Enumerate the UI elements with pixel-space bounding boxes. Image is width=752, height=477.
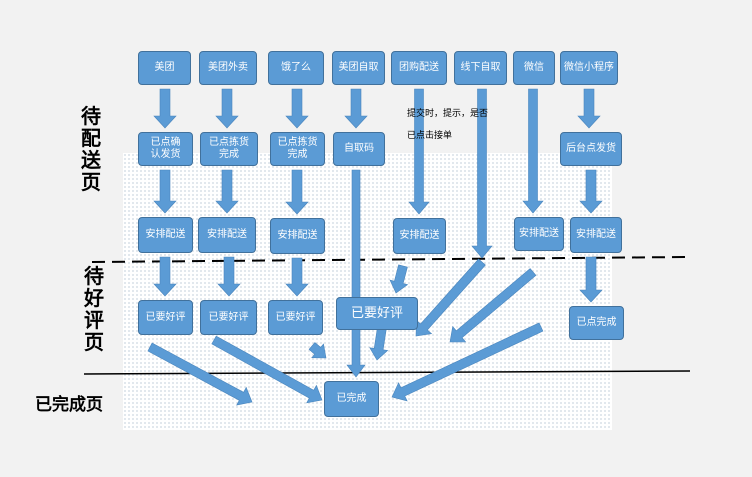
divider-solid	[83, 370, 691, 375]
flow-arrow-21	[449, 268, 537, 343]
flow-arrow-8	[522, 88, 544, 214]
flow-arrow-7	[471, 88, 493, 259]
flow-arrow-25	[391, 322, 544, 402]
node-pick-done-1: 已点拣货完成	[200, 132, 258, 166]
node-ziqu-code: 自取码	[333, 132, 385, 166]
section-label-pending-review: 待好评页	[84, 264, 104, 354]
arrow-group	[147, 88, 603, 406]
node-arrange-4: 安排配送	[393, 218, 446, 254]
flow-arrow-1	[153, 88, 177, 129]
node-xiaochengxu: 微信小程序	[560, 51, 618, 85]
node-completed: 已完成	[324, 381, 379, 417]
divider-dashed	[91, 256, 689, 263]
section-label-completed: 已完成页	[35, 395, 103, 415]
flow-arrow-14	[153, 256, 177, 297]
flow-arrow-16	[285, 257, 309, 297]
node-arrange-3: 安排配送	[270, 218, 325, 254]
section-label-pending-delivery: 待配送页	[81, 104, 101, 194]
node-meituan-waimai: 美团外卖	[199, 51, 257, 85]
node-arrange-2: 安排配送	[198, 217, 256, 253]
flow-arrow-11	[285, 169, 309, 215]
flow-arrow-12	[579, 169, 603, 214]
node-tuangou: 团购配送	[391, 51, 447, 85]
flow-arrow-10	[215, 169, 239, 214]
flow-arrow-9	[153, 169, 177, 214]
flow-arrow-15	[217, 256, 241, 297]
node-review-1: 已要好评	[138, 300, 193, 335]
flow-arrow-22	[308, 342, 327, 359]
node-meituan-ziqu: 美团自取	[332, 51, 385, 85]
node-review-2: 已要好评	[200, 300, 257, 335]
flow-arrow-18	[389, 264, 409, 294]
flow-arrow-20	[415, 258, 486, 337]
node-xianxia: 线下自取	[454, 51, 507, 85]
flow-arrow-24	[211, 335, 323, 404]
node-pick-done-2: 已点拣货完成	[270, 132, 325, 166]
node-complete-click: 已点完成	[569, 306, 624, 340]
node-review-3: 已要好评	[268, 300, 323, 335]
node-confirm-ship: 已点确认发货	[138, 132, 193, 166]
flow-arrow-17	[579, 256, 603, 303]
flow-arrow-2	[215, 88, 239, 129]
node-review-big: 已要好评	[336, 297, 418, 330]
node-arrange-1: 安排配送	[138, 217, 193, 253]
flow-arrow-3	[285, 88, 309, 129]
node-eleme: 饿了么	[268, 51, 324, 85]
node-backend-ship: 后台点发货	[560, 132, 622, 166]
node-arrange-6: 安排配送	[570, 217, 622, 253]
node-arrange-5: 安排配送	[514, 217, 564, 251]
node-meituan: 美团	[138, 51, 191, 85]
flow-arrow-23	[147, 342, 253, 406]
flow-arrow-5	[577, 88, 601, 129]
flow-arrow-13	[346, 169, 366, 378]
note-text: 提交时，提示，是否已点击接单	[407, 109, 489, 141]
flow-arrow-4	[344, 88, 368, 129]
flow-arrow-6	[408, 88, 430, 215]
node-weixin: 微信	[513, 51, 555, 85]
